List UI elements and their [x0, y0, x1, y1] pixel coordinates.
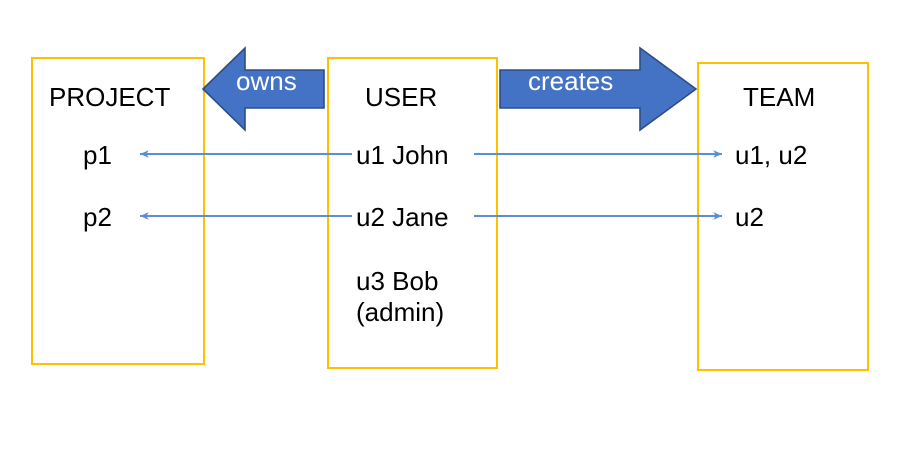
entity-row-project-p1: p1 — [83, 140, 112, 170]
entity-title-user: USER — [365, 82, 438, 112]
entity-row-project-p2: p2 — [83, 202, 112, 232]
block-arrow-owns[interactable] — [200, 44, 326, 134]
entity-title-team: TEAM — [743, 82, 816, 112]
block-arrow-creates-label: creates — [528, 66, 614, 96]
entity-box-user[interactable] — [327, 57, 498, 369]
entity-row-user-u2: u2 Jane — [356, 202, 449, 232]
block-arrow-creates[interactable] — [498, 44, 699, 134]
block-arrow-owns-label: owns — [236, 66, 297, 96]
entity-row-team-t2: u2 — [735, 202, 764, 232]
entity-row-team-t1: u1, u2 — [735, 140, 808, 170]
entity-box-project[interactable] — [31, 57, 205, 365]
entity-row-user-u1: u1 John — [356, 140, 449, 170]
entity-row-user-u3: u3 Bob (admin) — [356, 266, 445, 327]
entity-title-project: PROJECT — [49, 82, 171, 112]
